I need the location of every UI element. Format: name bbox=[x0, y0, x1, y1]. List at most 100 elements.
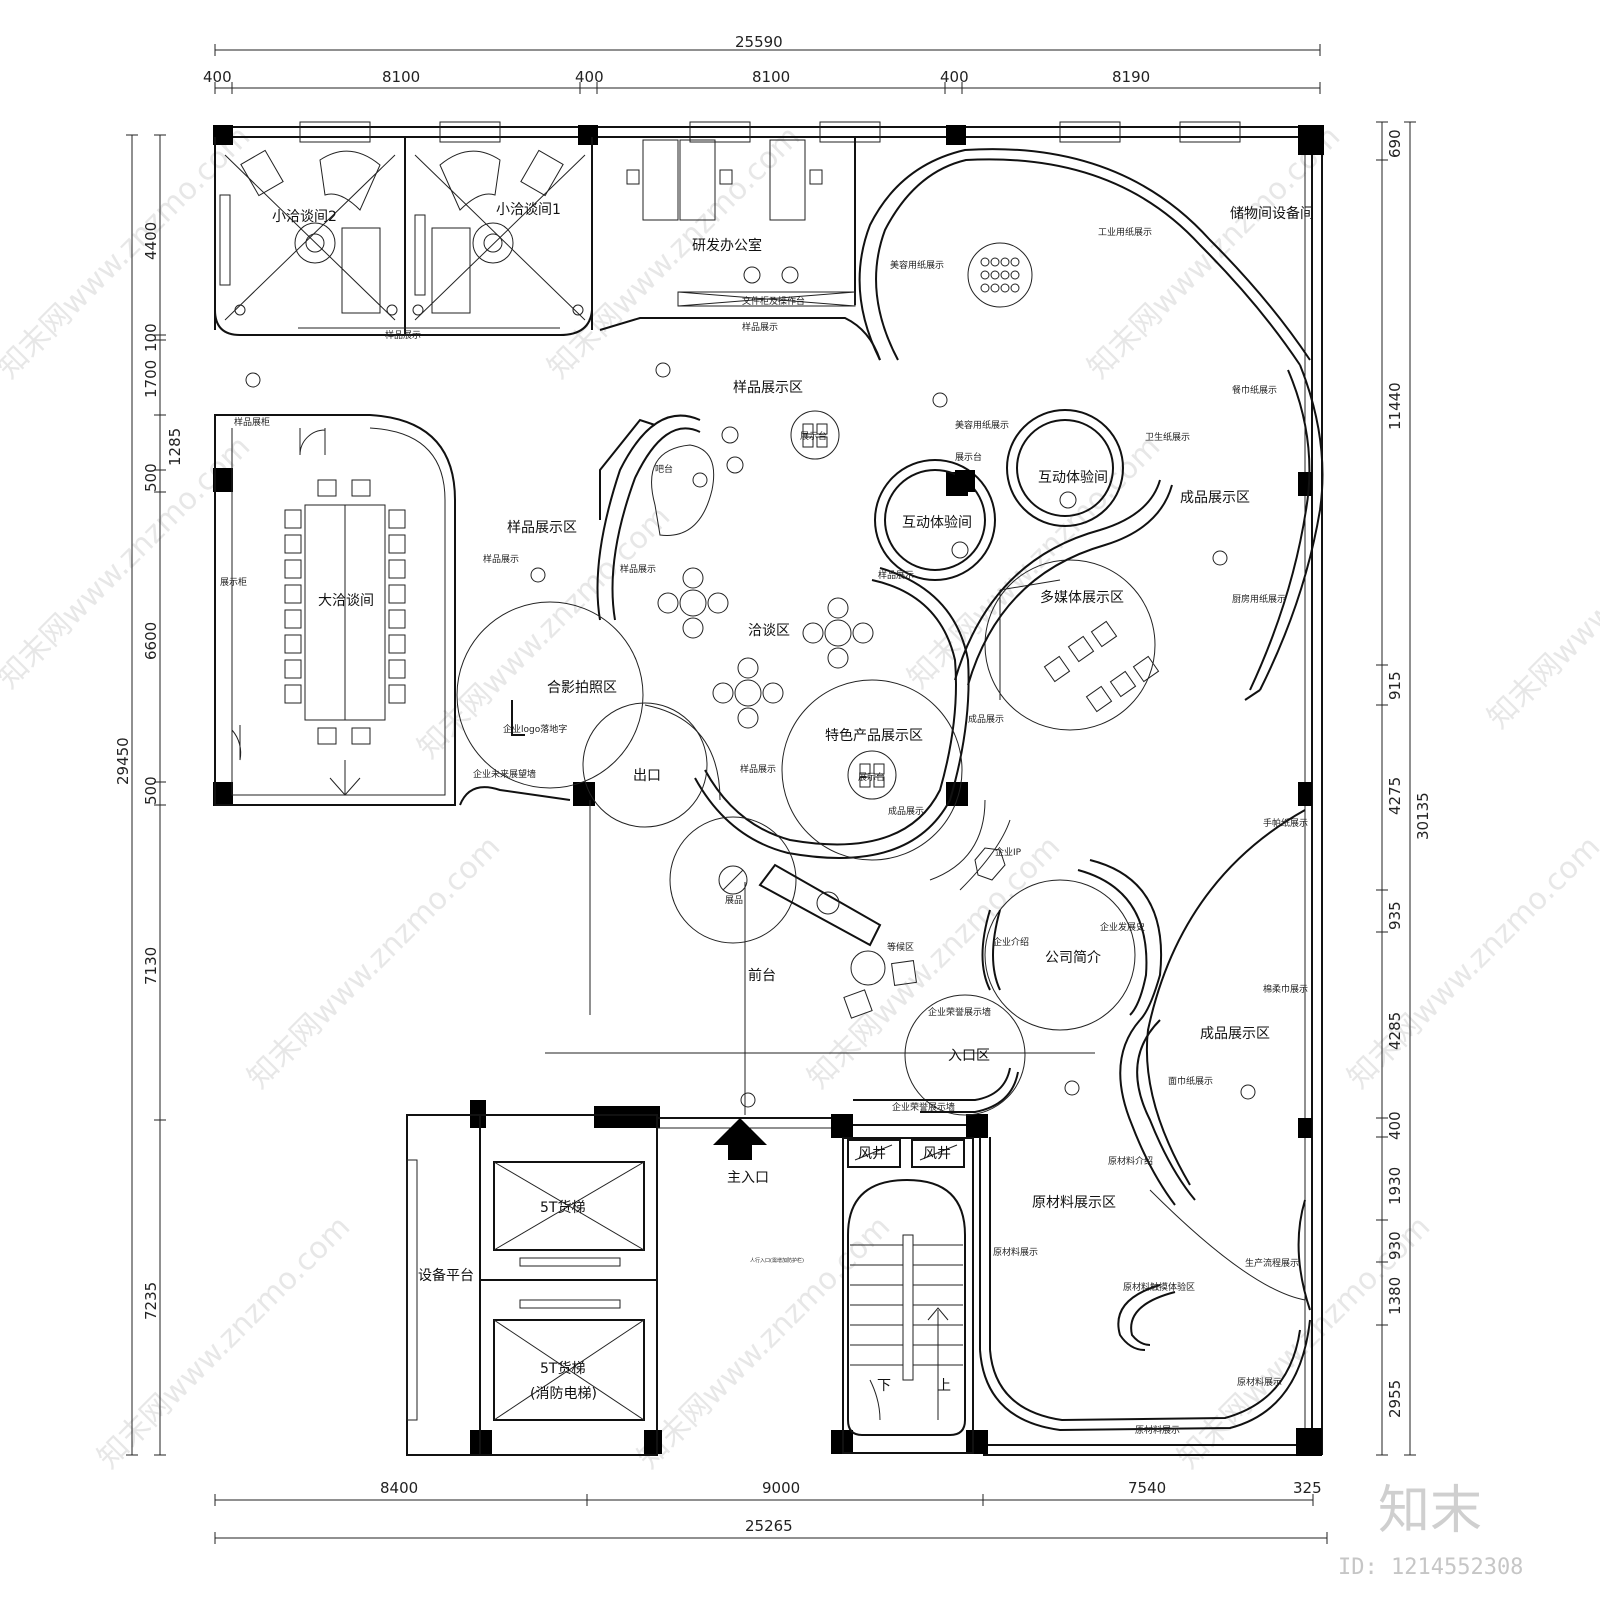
arrow-up-icon bbox=[713, 1118, 767, 1160]
watermark-text: 知末网www.znzmo.com bbox=[1481, 469, 1600, 735]
dim-left-seg: 6600 bbox=[142, 622, 160, 660]
dimension-right: 30135 690 11440 915 4275 935 4285 400 19… bbox=[1376, 122, 1432, 1455]
label-raw-touch: 原材料触摸体验区 bbox=[1123, 1281, 1195, 1293]
label-bar: 吧台 bbox=[655, 463, 673, 475]
room-sample-area-left: 样品展示区 bbox=[507, 520, 577, 536]
room-entrance-area: 入口区 bbox=[948, 1048, 990, 1064]
label-finished-display: 成品展示 bbox=[968, 713, 1004, 725]
dim-right-seg: 915 bbox=[1386, 671, 1404, 700]
dimension-top: 25590 400 8100 400 8100 400 8190 bbox=[203, 33, 1320, 94]
label-sample-display: 样品展示 bbox=[483, 553, 519, 565]
label-exhibit: 展品 bbox=[725, 895, 743, 906]
room-negotiation: 洽谈区 bbox=[748, 623, 790, 639]
feature-product-area: 展示台 特色产品展示区 bbox=[782, 680, 962, 860]
room-product-area-right: 成品展示区 bbox=[1180, 490, 1250, 506]
room-equipment-platform: 设备平台 bbox=[418, 1267, 474, 1284]
dimension-bottom: 8400 9000 7540 325 25265 bbox=[215, 1479, 1327, 1544]
dim-right-seg: 4275 bbox=[1386, 777, 1404, 815]
person-icon bbox=[531, 568, 545, 582]
central-curved-walls: 成品展示 样品展示 成品展示 样品展示 bbox=[695, 480, 1260, 858]
dim-right-seg: 4285 bbox=[1386, 1012, 1404, 1050]
service-core: 5T货梯 5T货梯 (消防电梯) 设备平台 风井 风井 下 上 bbox=[407, 1115, 973, 1455]
dim-left-seg: 1700 bbox=[142, 360, 160, 398]
room-large-meeting: 大洽谈间 bbox=[318, 593, 374, 609]
dim-left-seg: 500 bbox=[142, 776, 160, 805]
room-freight-elevator-2: 5T货梯 bbox=[540, 1360, 585, 1377]
watermark-layer: 知末网www.znzmo.com 知末网www.znzmo.com 知末网www… bbox=[0, 119, 1600, 1475]
dim-right-seg: 1930 bbox=[1386, 1167, 1404, 1205]
dim-top-seg: 400 bbox=[203, 68, 232, 86]
company-intro-area: 公司简介 企业发展史 企业介绍 企业荣誉展示墙 bbox=[928, 860, 1161, 1030]
label-napkin-paper: 餐巾纸展示 bbox=[1232, 384, 1277, 396]
label-vision-wall: 企业未来展望墙 bbox=[473, 768, 536, 780]
dim-right-total: 30135 bbox=[1414, 792, 1432, 840]
windows-top bbox=[300, 122, 1240, 142]
watermark-text: 知末网www.znzmo.com bbox=[241, 829, 507, 1095]
watermark-text: 知末网www.znzmo.com bbox=[1081, 119, 1347, 385]
dim-left-seg: 500 bbox=[142, 463, 160, 492]
label-beauty-paper: 美容用纸展示 bbox=[955, 419, 1009, 431]
watermark-text: 知末网www.znzmo.com bbox=[631, 1209, 897, 1475]
brand-id-text: ID: 1214552308 bbox=[1338, 1555, 1523, 1580]
photo-exit-area: 合影拍照区 企业logo落地字 企业未来展望墙 出口 bbox=[457, 602, 720, 1015]
label-logo-wall: 企业logo落地字 bbox=[503, 723, 567, 735]
left-sample-area: 样品展示区 样品展示 bbox=[460, 520, 577, 805]
room-small-meeting-1: 小洽谈间1 bbox=[496, 202, 561, 218]
dim-left-seg: 7235 bbox=[142, 1282, 160, 1320]
label-entrance-note: 人行入口(需增加防护栏) bbox=[750, 1257, 804, 1264]
label-raw-display: 原材料展示 bbox=[993, 1246, 1038, 1258]
person-icon bbox=[1241, 1085, 1255, 1099]
label-sample-cabinet: 样品展柜 bbox=[234, 416, 270, 428]
dim-top-seg: 400 bbox=[940, 68, 969, 86]
label-display-cabinet: 展示柜 bbox=[220, 576, 247, 588]
room-company-intro: 公司简介 bbox=[1045, 949, 1101, 966]
dim-left-total: 29450 bbox=[114, 737, 132, 785]
negotiation-area: 洽谈区 bbox=[658, 568, 873, 728]
person-icon bbox=[741, 1093, 755, 1107]
person-icon bbox=[1065, 1081, 1079, 1095]
watermark-text: 知末网www.znzmo.com bbox=[801, 829, 1067, 1095]
dim-left-seg: 4400 bbox=[142, 222, 160, 260]
watermark-text: 知末网www.znzmo.com bbox=[0, 119, 257, 385]
dim-bottom-total: 25265 bbox=[745, 1517, 793, 1535]
room-storage: 储物间设备间 bbox=[1230, 205, 1314, 222]
room-fire-elevator-note: (消防电梯) bbox=[530, 1386, 597, 1402]
brand-logo-text: 知末 bbox=[1378, 1481, 1482, 1541]
room-shaft-2: 风井 bbox=[923, 1146, 951, 1162]
room-interactive-1: 互动体验间 bbox=[1038, 470, 1108, 486]
room-raw-material: 原材料展示区 bbox=[1032, 1195, 1116, 1211]
storage-grid bbox=[981, 258, 1019, 292]
label-company-ip: 企业IP bbox=[995, 846, 1022, 858]
label-display-stand: 展示台 bbox=[800, 430, 827, 442]
label-display-table-feature: 展示台 bbox=[858, 771, 885, 783]
people-figures bbox=[246, 363, 1255, 1107]
bar-counter: 吧台 样品展示 样品展示区 展示台 bbox=[598, 380, 840, 620]
label-sample-display: 样品展示 bbox=[740, 763, 776, 775]
watermark-text: 知末网www.znzmo.com bbox=[1341, 829, 1600, 1095]
dim-top-seg: 8100 bbox=[752, 68, 790, 86]
label-beauty-paper: 美容用纸展示 bbox=[890, 259, 944, 271]
dim-top-seg: 400 bbox=[575, 68, 604, 86]
room-interactive-2: 互动体验间 bbox=[902, 515, 972, 531]
label-honor-wall: 企业荣誉展示墙 bbox=[928, 1006, 991, 1018]
room-small-meeting-2: 小洽谈间2 bbox=[272, 209, 337, 225]
room-product-area-lower: 成品展示区 bbox=[1200, 1026, 1270, 1042]
entrance-area: 入口区 企业荣誉展示墙 bbox=[545, 995, 1095, 1115]
corner-brand: 知末 ID: 1214552308 bbox=[1338, 1481, 1523, 1580]
label-handkerchief: 手帕纸展示 bbox=[1263, 817, 1308, 829]
label-company-history: 企业发展史 bbox=[1100, 921, 1145, 933]
interactive-rooms: 互动体验间 互动体验间 美容用纸展示 展示台 bbox=[875, 410, 1123, 580]
room-front-desk: 前台 bbox=[748, 967, 776, 984]
label-company-profile: 企业介绍 bbox=[993, 936, 1029, 948]
room-feature-product: 特色产品展示区 bbox=[825, 727, 923, 744]
room-photo-area: 合影拍照区 bbox=[547, 680, 617, 696]
dim-top-seg: 8190 bbox=[1112, 68, 1150, 86]
person-icon bbox=[656, 363, 670, 377]
label-kitchen-paper: 厨房用纸展示 bbox=[1232, 593, 1286, 605]
label-honor-wall-2: 企业荣誉展示墙 bbox=[892, 1101, 955, 1113]
dim-right-seg: 935 bbox=[1386, 901, 1404, 930]
dim-left-seg: 7130 bbox=[142, 947, 160, 985]
rd-office: 研发办公室 文件柜及操作台 样品展示 bbox=[592, 137, 880, 360]
main-entrance: 主入口 人行入口(需增加防护栏) bbox=[713, 1118, 804, 1264]
